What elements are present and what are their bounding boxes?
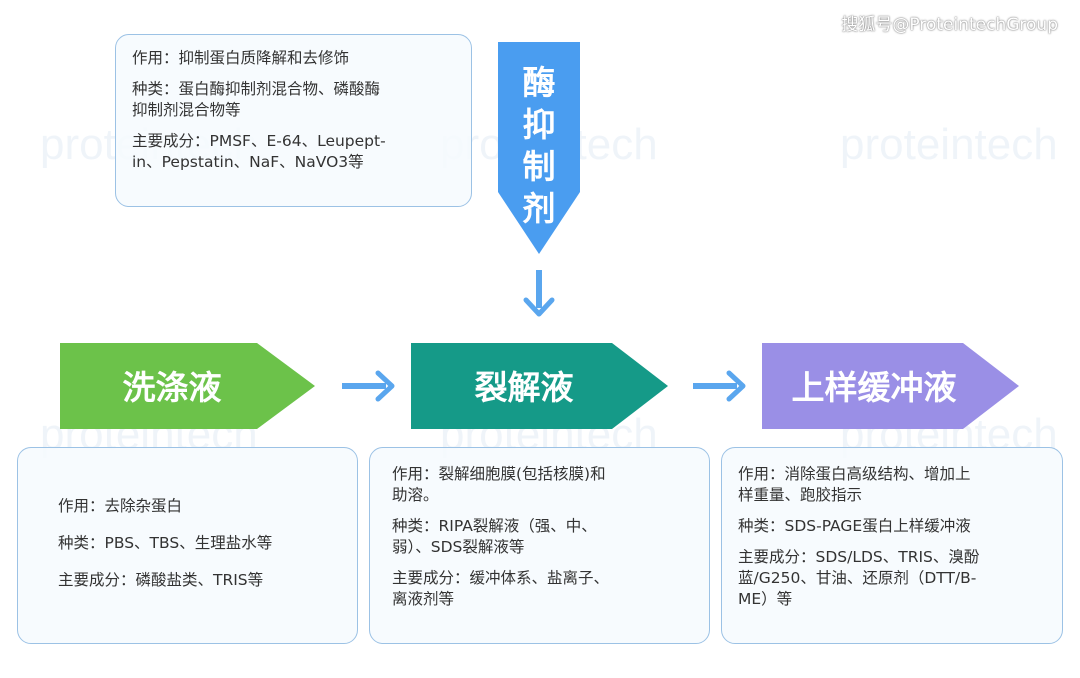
lysis-function: 作用：裂解细胞膜(包括核膜)和 助溶。 (392, 465, 606, 504)
wash-types: 种类：PBS、TBS、生理盐水等 (58, 534, 273, 552)
step-wash-shape (60, 343, 315, 429)
down-connector-arrow (523, 270, 555, 317)
lysis-info-box: 作用：裂解细胞膜(包括核膜)和 助溶。 种类：RIPA裂解液（强、中、 弱）、S… (369, 447, 710, 644)
wash-components: 主要成分：磷酸盐类、TRIS等 (58, 571, 264, 589)
step-loading-shape (762, 343, 1019, 429)
loading-types: 种类：SDS-PAGE蛋白上样缓冲液 (738, 517, 971, 535)
inhibitor-label-char-3: 制 (523, 147, 556, 186)
inhibitor-label-char-1: 酶 (523, 63, 556, 102)
inhibitor-function: 作用：抑制蛋白质降解和去修饰 (132, 49, 350, 67)
inhibitor-info-box: 作用：抑制蛋白质降解和去修饰 种类：蛋白酶抑制剂混合物、磷酸酶 抑制剂混合物等 … (115, 34, 472, 207)
watermark-credit: 搜狐号@ProteintechGroup (841, 15, 1058, 35)
step-loading-label: 上样缓冲液 (792, 368, 957, 407)
step-lysis-shape (411, 343, 668, 429)
step-wash-label: 洗涤液 (123, 368, 222, 407)
lysis-types: 种类：RIPA裂解液（强、中、 弱）、SDS裂解液等 (392, 517, 597, 556)
right-connector-arrow-1 (342, 370, 395, 402)
step-lysis-label: 裂解液 (475, 368, 574, 407)
wash-function: 作用：去除杂蛋白 (58, 497, 183, 515)
inhibitor-arrow-shape (498, 42, 580, 254)
wash-info-box: 作用：去除杂蛋白 种类：PBS、TBS、生理盐水等 主要成分：磷酸盐类、TRIS… (17, 447, 358, 644)
right-connector-arrow-2 (693, 370, 746, 402)
loading-function: 作用：消除蛋白高级结构、增加上 样重量、跑胶指示 (738, 465, 971, 504)
inhibitor-components: 主要成分：PMSF、E-64、Leupept- in、Pepstatin、NaF… (132, 132, 386, 171)
inhibitor-label-char-4: 剂 (523, 189, 556, 228)
inhibitor-label-char-2: 抑 (523, 105, 556, 144)
loading-components: 主要成分：SDS/LDS、TRIS、溴酚 蓝/G250、甘油、还原剂（DTT/B… (738, 548, 980, 608)
loading-info-box: 作用：消除蛋白高级结构、增加上 样重量、跑胶指示 种类：SDS-PAGE蛋白上样… (721, 447, 1063, 644)
inhibitor-types: 种类：蛋白酶抑制剂混合物、磷酸酶 抑制剂混合物等 (132, 80, 381, 119)
lysis-components: 主要成分：缓冲体系、盐离子、 离液剂等 (392, 569, 610, 608)
